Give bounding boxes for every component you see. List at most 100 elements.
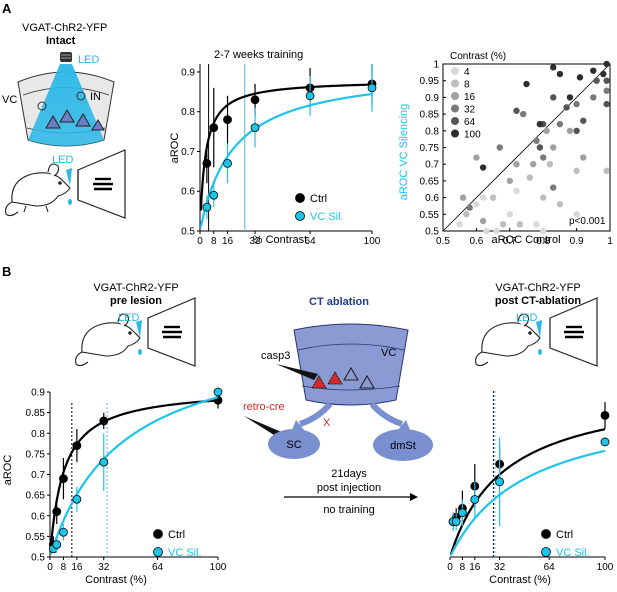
y-tick-label: 0.55 xyxy=(26,532,46,543)
data-point xyxy=(99,416,109,426)
sc-label: SC xyxy=(286,439,301,451)
scatter-point xyxy=(463,211,470,218)
x-tick-label: 0.6 xyxy=(469,236,483,247)
scatter-point xyxy=(556,70,564,78)
legend-marker xyxy=(153,529,163,539)
scatter-point xyxy=(473,154,480,161)
legend-marker xyxy=(451,104,459,113)
scatter-point xyxy=(590,67,597,74)
scatter-point xyxy=(533,137,540,145)
legend-label: Ctrl xyxy=(310,193,327,205)
data-point xyxy=(305,91,315,101)
chart-xlabel: Contrast (%) xyxy=(85,574,147,586)
scatter-point xyxy=(523,80,530,88)
x-tick-label: 0 xyxy=(197,236,203,247)
scatter-point xyxy=(566,94,574,101)
x-tick-label: 0.9 xyxy=(570,236,584,247)
x-tick-label: 1 xyxy=(607,236,613,247)
data-point xyxy=(52,507,62,517)
scatter-point xyxy=(550,94,557,101)
legend-label: Ctrl xyxy=(556,529,573,541)
scatter-point xyxy=(573,127,580,134)
y-tick-label: 0.6 xyxy=(31,511,45,522)
led-light-icon xyxy=(66,168,72,186)
scatter-point xyxy=(546,161,554,168)
scatter-point xyxy=(473,201,480,208)
panel-b-letter: B xyxy=(2,264,11,279)
scatter-point xyxy=(543,127,550,134)
panel-b-led-right: LED xyxy=(516,312,537,324)
scatter-point xyxy=(563,104,570,111)
y-tick-label: 0.85 xyxy=(26,408,46,419)
series-curve xyxy=(49,399,219,548)
x-tick-label: 100 xyxy=(597,562,614,573)
legend-label: 8 xyxy=(464,80,470,91)
water-drop-icon xyxy=(538,349,542,355)
scatter-point xyxy=(603,60,610,68)
y-tick-label: 0.95 xyxy=(420,76,440,87)
y-tick-label: 0.65 xyxy=(420,176,440,187)
scatter-point xyxy=(493,227,500,235)
data-point xyxy=(59,474,68,484)
chart-xlabel: Contrast (%) xyxy=(489,574,551,586)
water-drop-icon xyxy=(68,199,72,205)
scatter-point xyxy=(540,227,547,235)
scatter-point xyxy=(556,201,564,208)
y-tick-label: 0.7 xyxy=(181,147,195,158)
x-tick-label: 32 xyxy=(494,562,506,573)
x-tick-label: 0 xyxy=(47,562,53,573)
data-point xyxy=(600,410,610,420)
x-tick-label: 100 xyxy=(210,562,227,573)
y-tick-label: 0.9 xyxy=(181,67,195,78)
data-point xyxy=(470,495,480,504)
data-point xyxy=(250,95,260,105)
y-tick-label: 0.75 xyxy=(26,449,46,460)
x-tick-label: 100 xyxy=(364,236,381,247)
scatter-point xyxy=(456,221,463,228)
legend-marker xyxy=(153,547,163,557)
legend-marker xyxy=(541,529,551,539)
scatter-point xyxy=(600,70,607,78)
y-tick-label: 0.5 xyxy=(31,553,45,564)
x-tick-label: 0.5 xyxy=(436,236,450,247)
identity-line xyxy=(442,63,611,232)
x-tick-label: 8 xyxy=(211,236,217,247)
data-point xyxy=(213,387,223,397)
x-tick-label: 0.8 xyxy=(536,236,550,247)
legend-label: 32 xyxy=(464,105,476,116)
scatter-point xyxy=(506,211,513,218)
dmst-region xyxy=(373,429,433,461)
panel-b-left-title: VGAT-ChR2-YFP xyxy=(93,282,178,294)
legend-label: 16 xyxy=(464,92,476,103)
scatter-point xyxy=(496,144,503,151)
x-tick-label: 32 xyxy=(98,562,110,573)
arrow-caption-1: 21days xyxy=(331,468,367,480)
panel-b-led-left: LED xyxy=(118,312,139,324)
y-tick-label: 0.6 xyxy=(425,193,439,204)
scatter-point xyxy=(603,100,610,108)
sc-region xyxy=(268,429,320,459)
p-value-annotation: p<0.001 xyxy=(569,216,606,227)
y-tick-label: 0.8 xyxy=(181,107,195,118)
scatter-point xyxy=(566,127,574,134)
led-device-icon xyxy=(60,52,72,62)
legend-label: VC Sil. xyxy=(168,547,202,559)
projection-arrow-sc xyxy=(298,402,333,427)
series-curve xyxy=(49,396,219,555)
panel-a-in-label: IN xyxy=(90,91,101,103)
data-point xyxy=(202,159,212,168)
scatter-point xyxy=(479,217,487,225)
data-point xyxy=(209,123,219,133)
panel-b-vc-label: VC xyxy=(381,347,396,359)
legend-marker xyxy=(295,211,305,221)
projection-arrow-dmst xyxy=(369,402,404,427)
casp3-label: casp3 xyxy=(261,350,290,362)
x-tick-label: 64 xyxy=(544,562,556,573)
scatter-point xyxy=(573,167,580,175)
scatter-point xyxy=(550,184,557,191)
retro-cre-label: retro-cre xyxy=(243,401,285,413)
grating-screen-icon xyxy=(77,149,126,219)
series-curve xyxy=(449,449,606,556)
